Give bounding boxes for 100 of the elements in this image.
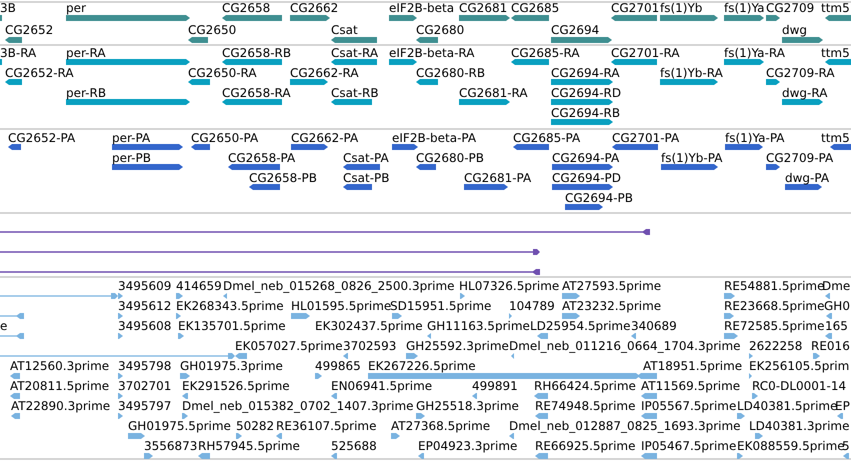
feature-label: Dme: [822, 279, 850, 293]
feature-label: e: [0, 319, 8, 333]
feature-label: Dmel_neb_011216_0664_1704.3prime: [509, 339, 741, 353]
feature-label: EP04923.3prime: [418, 439, 518, 453]
feature-label: 3702593: [343, 339, 396, 353]
feature-label: EK267226.5prime: [368, 359, 476, 373]
feature-label: RE016: [811, 339, 850, 353]
feature-label: ttm5: [821, 46, 850, 60]
feature-label: CG2694-PB: [565, 191, 634, 205]
feature-label: 499891: [472, 379, 518, 393]
feature-label: eIF2B-beta: [389, 1, 454, 15]
feature-label: 3495609: [118, 279, 172, 293]
feature-label: LD40381.5prime: [737, 399, 838, 413]
feature-label: EK302437.5prime: [315, 319, 423, 333]
feature-label: dwg-RA: [782, 86, 828, 100]
feature-label: CG2685: [511, 1, 560, 15]
feature-label: EN06941.5prime: [331, 379, 432, 393]
feature-label: CG2694-PA: [552, 151, 620, 165]
feature-label: CG2680-PB: [416, 151, 484, 165]
feature-label: 104789: [509, 299, 555, 313]
feature-label: CG2685-RA: [511, 46, 580, 60]
feature-label: CG2650: [188, 23, 236, 37]
feature-label: 499865: [315, 359, 361, 373]
feature-label: AT20811.5prime: [10, 379, 110, 393]
feature-label: CG2709: [766, 1, 814, 15]
feature-label: CG2694-RA: [551, 66, 620, 80]
feature-label: EK088559.5prime: [737, 439, 845, 453]
feature-label: ttm5: [821, 1, 850, 15]
feature-label: per-PA: [112, 131, 150, 145]
feature-label: CG2680: [416, 23, 464, 37]
feature-label: CG2694-RB: [551, 106, 620, 120]
feature-label: AT22890.3prime: [11, 399, 110, 413]
feature-label: GH0: [824, 299, 850, 313]
feature-label: ttm5: [821, 131, 850, 145]
feature-label: AT27593.5prime: [562, 279, 662, 293]
feature-label: CG2650-RA: [188, 66, 257, 80]
feature-label: CG2681-RA: [459, 86, 528, 100]
feature-label: RC0-DL0001-14: [752, 379, 846, 393]
feature-label: IP05567.5prime: [641, 399, 736, 413]
feature-label: fs(1)Yb: [660, 1, 702, 15]
feature-label: EK256105.5prim: [749, 359, 850, 373]
feature-label: RE66925.5prime: [535, 439, 636, 453]
feature-label: 340689: [631, 319, 677, 333]
feature-label: CG2652-PA: [8, 131, 76, 145]
feature-label: SD15951.5prime: [390, 299, 492, 313]
feature-label: Dmel_neb_015382_0702_1407.3prime: [182, 399, 414, 413]
feature-label: CG2652: [5, 23, 54, 37]
feature-label: per-RA: [66, 46, 106, 60]
feature-label: 3495612: [118, 299, 172, 313]
feature-label: CG2658: [222, 1, 270, 15]
feature-label: 3556873: [144, 439, 198, 453]
feature-label: 2622258: [749, 339, 802, 353]
feature-label: CG2694-PD: [552, 171, 622, 185]
feature-label: 165: [825, 319, 848, 333]
feature-label: eIF2B-beta-RA: [389, 46, 474, 60]
feature-label: 3495608: [118, 319, 172, 333]
feature-label: CG2658-RA: [222, 86, 291, 100]
feature-label: CG2662-PA: [291, 131, 358, 145]
feature-label: CG2652-RA: [5, 66, 74, 80]
feature-label: 414659: [176, 279, 222, 293]
feature-label: Dmel_neb_015268_0826_2500.3prime: [223, 279, 455, 293]
feature-label: 3702701: [118, 379, 172, 393]
feature-label: dwg: [782, 23, 808, 37]
feature-label: EK268343.5prime: [176, 299, 284, 313]
feature-label: RH66424.5prime: [534, 379, 636, 393]
feature-label: Csat: [331, 23, 358, 37]
feature-label: fs(1)Ya: [724, 1, 765, 15]
feature-label: 3495797: [118, 399, 172, 413]
feature-label: CG2658-RB: [222, 46, 292, 60]
feature-label: CG2658-PB: [249, 171, 318, 185]
feature-label: GH01975.5prime: [128, 419, 231, 433]
feature-label: per-PB: [112, 151, 151, 165]
feature-label: AT18951.5prime: [643, 359, 742, 373]
feature-label: CG2694-RD: [551, 86, 622, 100]
feature-label: CG2701-RA: [611, 46, 680, 60]
feature-label: CG2685-PA: [513, 131, 580, 145]
feature-label: CG2709-RA: [766, 66, 835, 80]
feature-label: CG2662: [290, 1, 338, 15]
feature-label: Dmel_neb_012887_0825_1693.3prime: [509, 419, 741, 433]
feature-label: CG2650-PA: [191, 131, 258, 145]
feature-label: AT27368.5prime: [391, 419, 490, 433]
feature-label: CG2662-RA: [290, 66, 359, 80]
feature-label: AT12560.3prime: [10, 359, 110, 373]
feature-label: GH25592.3prime: [406, 339, 509, 353]
feature-label: per-RB: [66, 86, 106, 100]
feature-label: RE72585.5prime: [724, 319, 824, 333]
feature-label: AT11569.5prime: [641, 379, 740, 393]
feature-label: Csat-RB: [331, 86, 379, 100]
feature-label: fs(1)Ya-RA: [724, 46, 785, 60]
feature-label: 3B: [0, 1, 16, 15]
feature-label: fs(1)Ya-PA: [725, 131, 785, 145]
feature-label: CG2658-PA: [228, 151, 296, 165]
feature-label: CG2701: [611, 1, 660, 15]
feature-label: Csat-PB: [343, 171, 390, 185]
feature-label: CG2694: [551, 23, 600, 37]
feature-label: fs(1)Yb-PA: [661, 151, 722, 165]
feature-label: 50282: [236, 419, 274, 433]
feature-label: AT23232.5prime: [562, 299, 662, 313]
feature-label: CG2680-RB: [416, 66, 486, 80]
feature-label: eIF2B-beta-PA: [392, 131, 476, 145]
